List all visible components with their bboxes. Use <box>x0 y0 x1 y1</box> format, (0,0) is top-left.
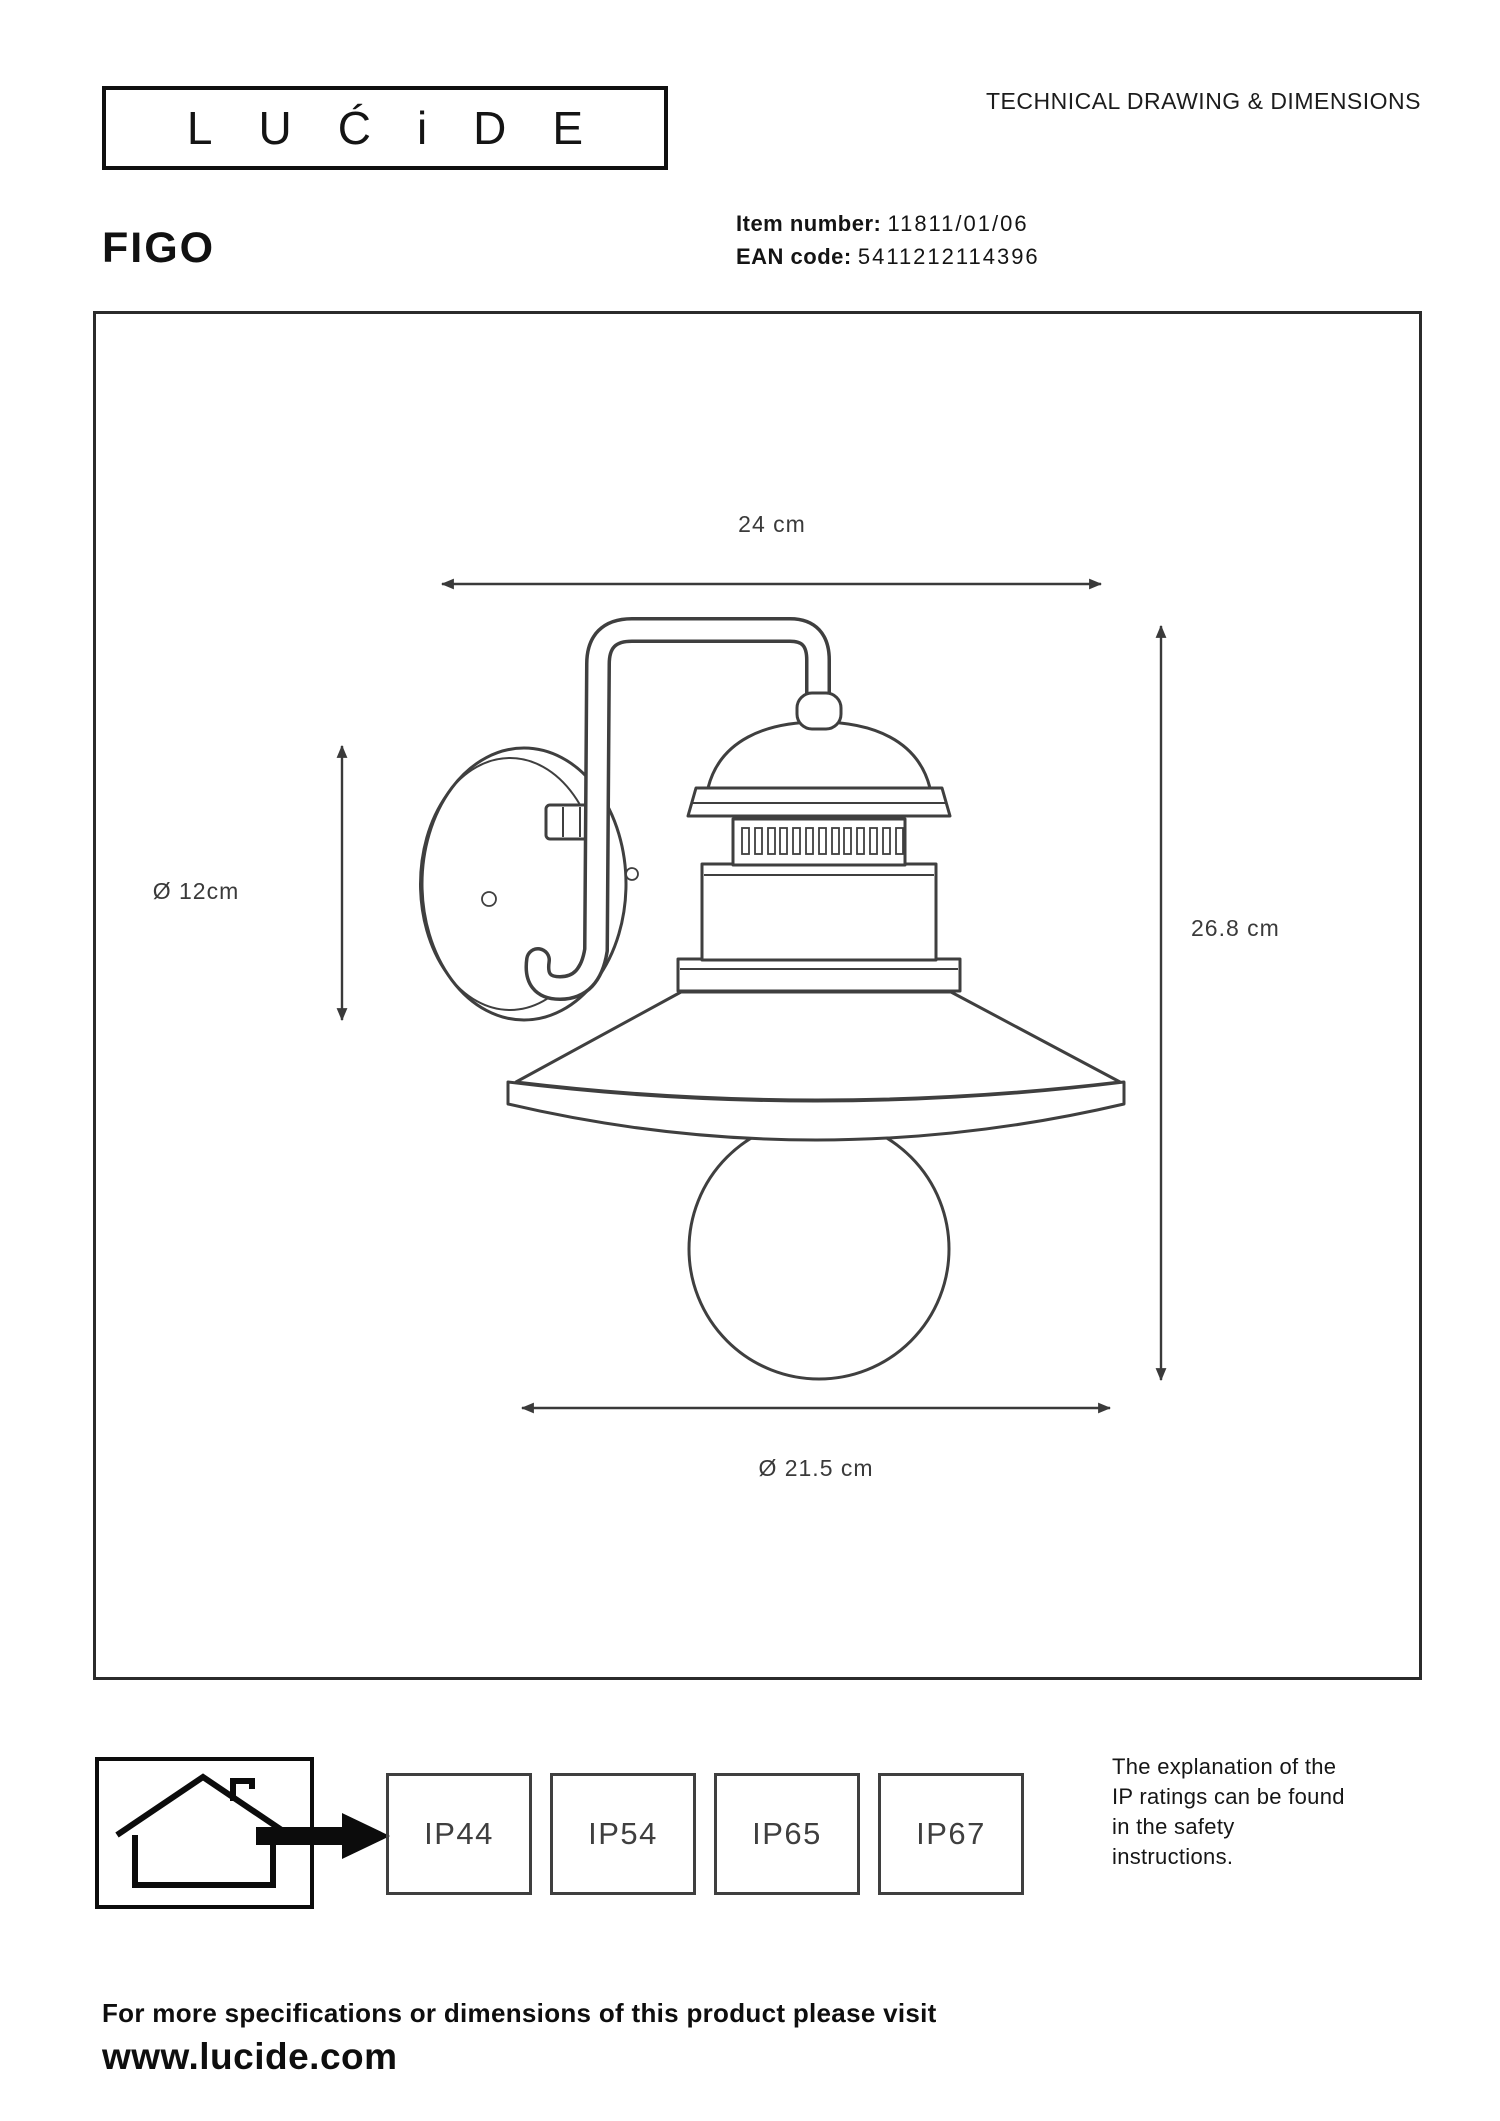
ip-ratings-note: The explanation of the IP ratings can be… <box>1112 1754 1345 1869</box>
dim-height-label: 26.8 cm <box>1191 915 1280 941</box>
ip-rating-badge-ip65: IP65 <box>714 1773 860 1895</box>
neck-ring <box>676 957 962 993</box>
item-number-label: Item number: <box>736 211 882 236</box>
ean-code-row: EAN code: 5411212114396 <box>736 240 1040 273</box>
lucide-logo-text: LUĆiDE <box>186 102 630 154</box>
house-icon <box>115 1773 291 1888</box>
product-codes: Item number: 11811/01/06 EAN code: 54112… <box>736 207 1040 273</box>
ip65-label: IP65 <box>752 1816 822 1851</box>
lamp-technical-drawing: 24 cm Ø 12cm 26.8 cm Ø 21.5 cm <box>153 511 1280 1481</box>
item-number-row: Item number: 11811/01/06 <box>736 207 1040 240</box>
cap-dome <box>706 720 932 790</box>
dim-shade-arrow: Ø 21.5 cm <box>520 1402 1112 1481</box>
arrow-head-icon <box>342 1813 390 1859</box>
ip67-label: IP67 <box>916 1816 986 1851</box>
arrow-icon <box>256 1827 342 1845</box>
vent-band <box>731 817 907 867</box>
product-name: FIGO <box>102 224 216 272</box>
dim-width-arrow: 24 cm <box>440 511 1103 590</box>
lamp-arm <box>524 617 831 1001</box>
glass-globe <box>687 1117 951 1381</box>
plate-screws <box>481 867 639 907</box>
shade-cone <box>514 990 1122 1102</box>
ip54-label: IP54 <box>588 1816 658 1851</box>
document-title: TECHNICAL DRAWING & DIMENSIONS <box>986 88 1421 114</box>
footer-text: For more specifications or dimensions of… <box>102 1998 937 2028</box>
technical-drawing-frame: 24 cm Ø 12cm 26.8 cm Ø 21.5 cm <box>93 311 1422 1680</box>
lucide-logo: LUĆiDE <box>102 86 668 170</box>
ean-code-label: EAN code: <box>736 244 852 269</box>
body-cylinder <box>700 862 938 962</box>
dim-plate-label: Ø 12cm <box>153 878 240 904</box>
ip44-label: IP44 <box>424 1816 494 1851</box>
dim-height-arrow: 26.8 cm <box>1155 624 1280 1382</box>
website-url: www.lucide.com <box>102 2036 398 2077</box>
dim-width-label: 24 cm <box>738 511 806 537</box>
ean-code-value: 5411212114396 <box>857 244 1040 269</box>
cap-flare <box>686 786 952 818</box>
dim-shade-label: Ø 21.5 cm <box>758 1455 873 1481</box>
ip-rating-badge-ip67: IP67 <box>878 1773 1024 1895</box>
ip-rating-badge-ip54: IP54 <box>550 1773 696 1895</box>
dim-plate-arrow: Ø 12cm <box>153 744 348 1022</box>
item-number-value: 11811/01/06 <box>887 211 1029 236</box>
ip-rating-badge-ip44: IP44 <box>386 1773 532 1895</box>
stem-collar <box>795 691 843 731</box>
